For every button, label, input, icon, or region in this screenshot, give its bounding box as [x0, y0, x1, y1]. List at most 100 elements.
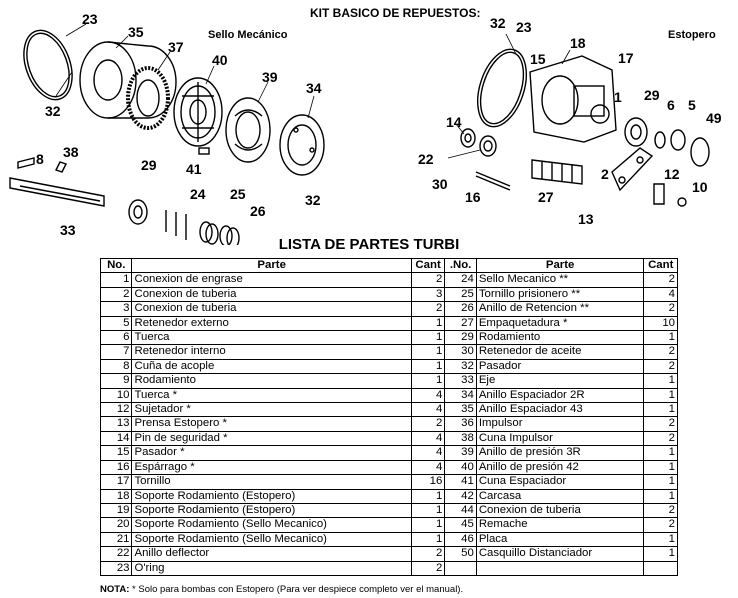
- cell-p: Prensa Estopero *: [131, 416, 412, 432]
- callout-2: 2: [601, 166, 609, 182]
- cell-p2: Rodamiento: [475, 330, 645, 346]
- section-label-packing: Estopero: [668, 29, 716, 41]
- cell-p2: Cuna Impulsor: [475, 430, 645, 447]
- callout-23-right: 23: [516, 19, 532, 35]
- col-header-no-2: .No.: [444, 257, 477, 274]
- col-header-cant-2: Cant: [643, 257, 678, 274]
- callout-29-left: 29: [141, 157, 157, 173]
- callout-23-left: 23: [82, 11, 98, 27]
- footnote-label: NOTA:: [100, 584, 130, 595]
- cell-c: 3: [410, 286, 446, 303]
- cell-c: 1: [410, 488, 446, 504]
- cell-n: 17: [99, 474, 133, 490]
- cell-p: Soporte Rodamiento (Sello Mecanico): [131, 531, 412, 548]
- footnote-text: * Solo para bombas con Estopero (Para ve…: [132, 584, 464, 595]
- cell-c2: 1: [643, 445, 678, 461]
- col-header-parte-2: Parte: [475, 257, 645, 274]
- table-header-row: No. Parte Cant .No. Parte Cant: [99, 257, 678, 274]
- cell-c2: 1: [643, 387, 678, 404]
- cell-c: 16: [410, 474, 446, 490]
- cell-p2: Empaquetadura *: [475, 315, 645, 332]
- cell-c2: 10: [643, 315, 678, 332]
- cell-p2: Pasador: [475, 358, 645, 375]
- cell-n: 6: [99, 330, 133, 346]
- col-header-no: No.: [99, 257, 133, 274]
- cell-p: Cuña de acople: [131, 358, 412, 375]
- cell-n2: 26: [444, 301, 477, 317]
- callout-40: 40: [212, 52, 228, 68]
- cell-n2: [444, 560, 477, 576]
- callout-14: 14: [446, 114, 462, 130]
- cell-c2: 1: [643, 488, 678, 504]
- cell-p: Anillo deflector: [131, 546, 412, 562]
- cell-p: O'ring: [131, 560, 412, 576]
- cell-p2: Conexion de tuberia: [475, 502, 645, 519]
- callout-5: 5: [688, 97, 696, 113]
- cell-c: 4: [410, 430, 446, 447]
- cell-n: 23: [99, 560, 133, 576]
- cell-n: 13: [99, 416, 133, 432]
- cell-c: 4: [410, 445, 446, 461]
- cell-n2: 34: [444, 387, 477, 404]
- cell-n: 7: [99, 344, 133, 360]
- cell-n2: 27: [444, 315, 477, 332]
- cell-c2: 1: [643, 546, 678, 562]
- col-header-parte: Parte: [131, 257, 412, 274]
- cell-p2: Retenedor de aceite: [475, 344, 645, 360]
- cell-p2: Impulsor: [475, 416, 645, 432]
- cell-p2: Anillo de presión 42: [475, 459, 645, 476]
- cell-p: Retenedor interno: [131, 344, 412, 360]
- cell-p2: Remache: [475, 517, 645, 533]
- cell-n: 16: [99, 459, 133, 476]
- cell-p: Sujetador *: [131, 402, 412, 418]
- cell-p: Pin de seguridad *: [131, 430, 412, 447]
- cell-n2: 40: [444, 459, 477, 476]
- cell-c: 1: [410, 344, 446, 360]
- callout-22: 22: [418, 151, 434, 167]
- cell-n2: 50: [444, 546, 477, 562]
- cell-p: Retenedor externo: [131, 315, 412, 332]
- cell-p: Conexion de tuberia: [131, 286, 412, 303]
- callout-32-left: 32: [45, 103, 61, 119]
- callout-26: 26: [250, 203, 266, 219]
- cell-p: Soporte Rodamiento (Estopero): [131, 488, 412, 504]
- callout-12: 12: [664, 166, 680, 182]
- cell-p2: Anillo de Retencion **: [475, 301, 645, 317]
- cell-n2: 42: [444, 488, 477, 504]
- cell-p: Tornillo: [131, 474, 412, 490]
- cell-p: Espárrago *: [131, 459, 412, 476]
- cell-c2: 1: [643, 330, 678, 346]
- cell-n2: 25: [444, 286, 477, 303]
- cell-n: 21: [99, 531, 133, 548]
- cell-n2: 46: [444, 531, 477, 548]
- cell-n: 20: [99, 517, 133, 533]
- cell-n2: 30: [444, 344, 477, 360]
- cell-c: 2: [410, 546, 446, 562]
- cell-n2: 24: [444, 272, 477, 288]
- cell-p2: [475, 560, 645, 576]
- cell-n: 22: [99, 546, 133, 562]
- callout-27: 27: [538, 189, 554, 205]
- section-label-mechanical-seal: Sello Mecánico: [208, 29, 288, 41]
- cell-c: 2: [410, 416, 446, 432]
- cell-c2: 2: [643, 272, 678, 288]
- cell-c: 1: [410, 517, 446, 533]
- callout-17: 17: [618, 50, 634, 66]
